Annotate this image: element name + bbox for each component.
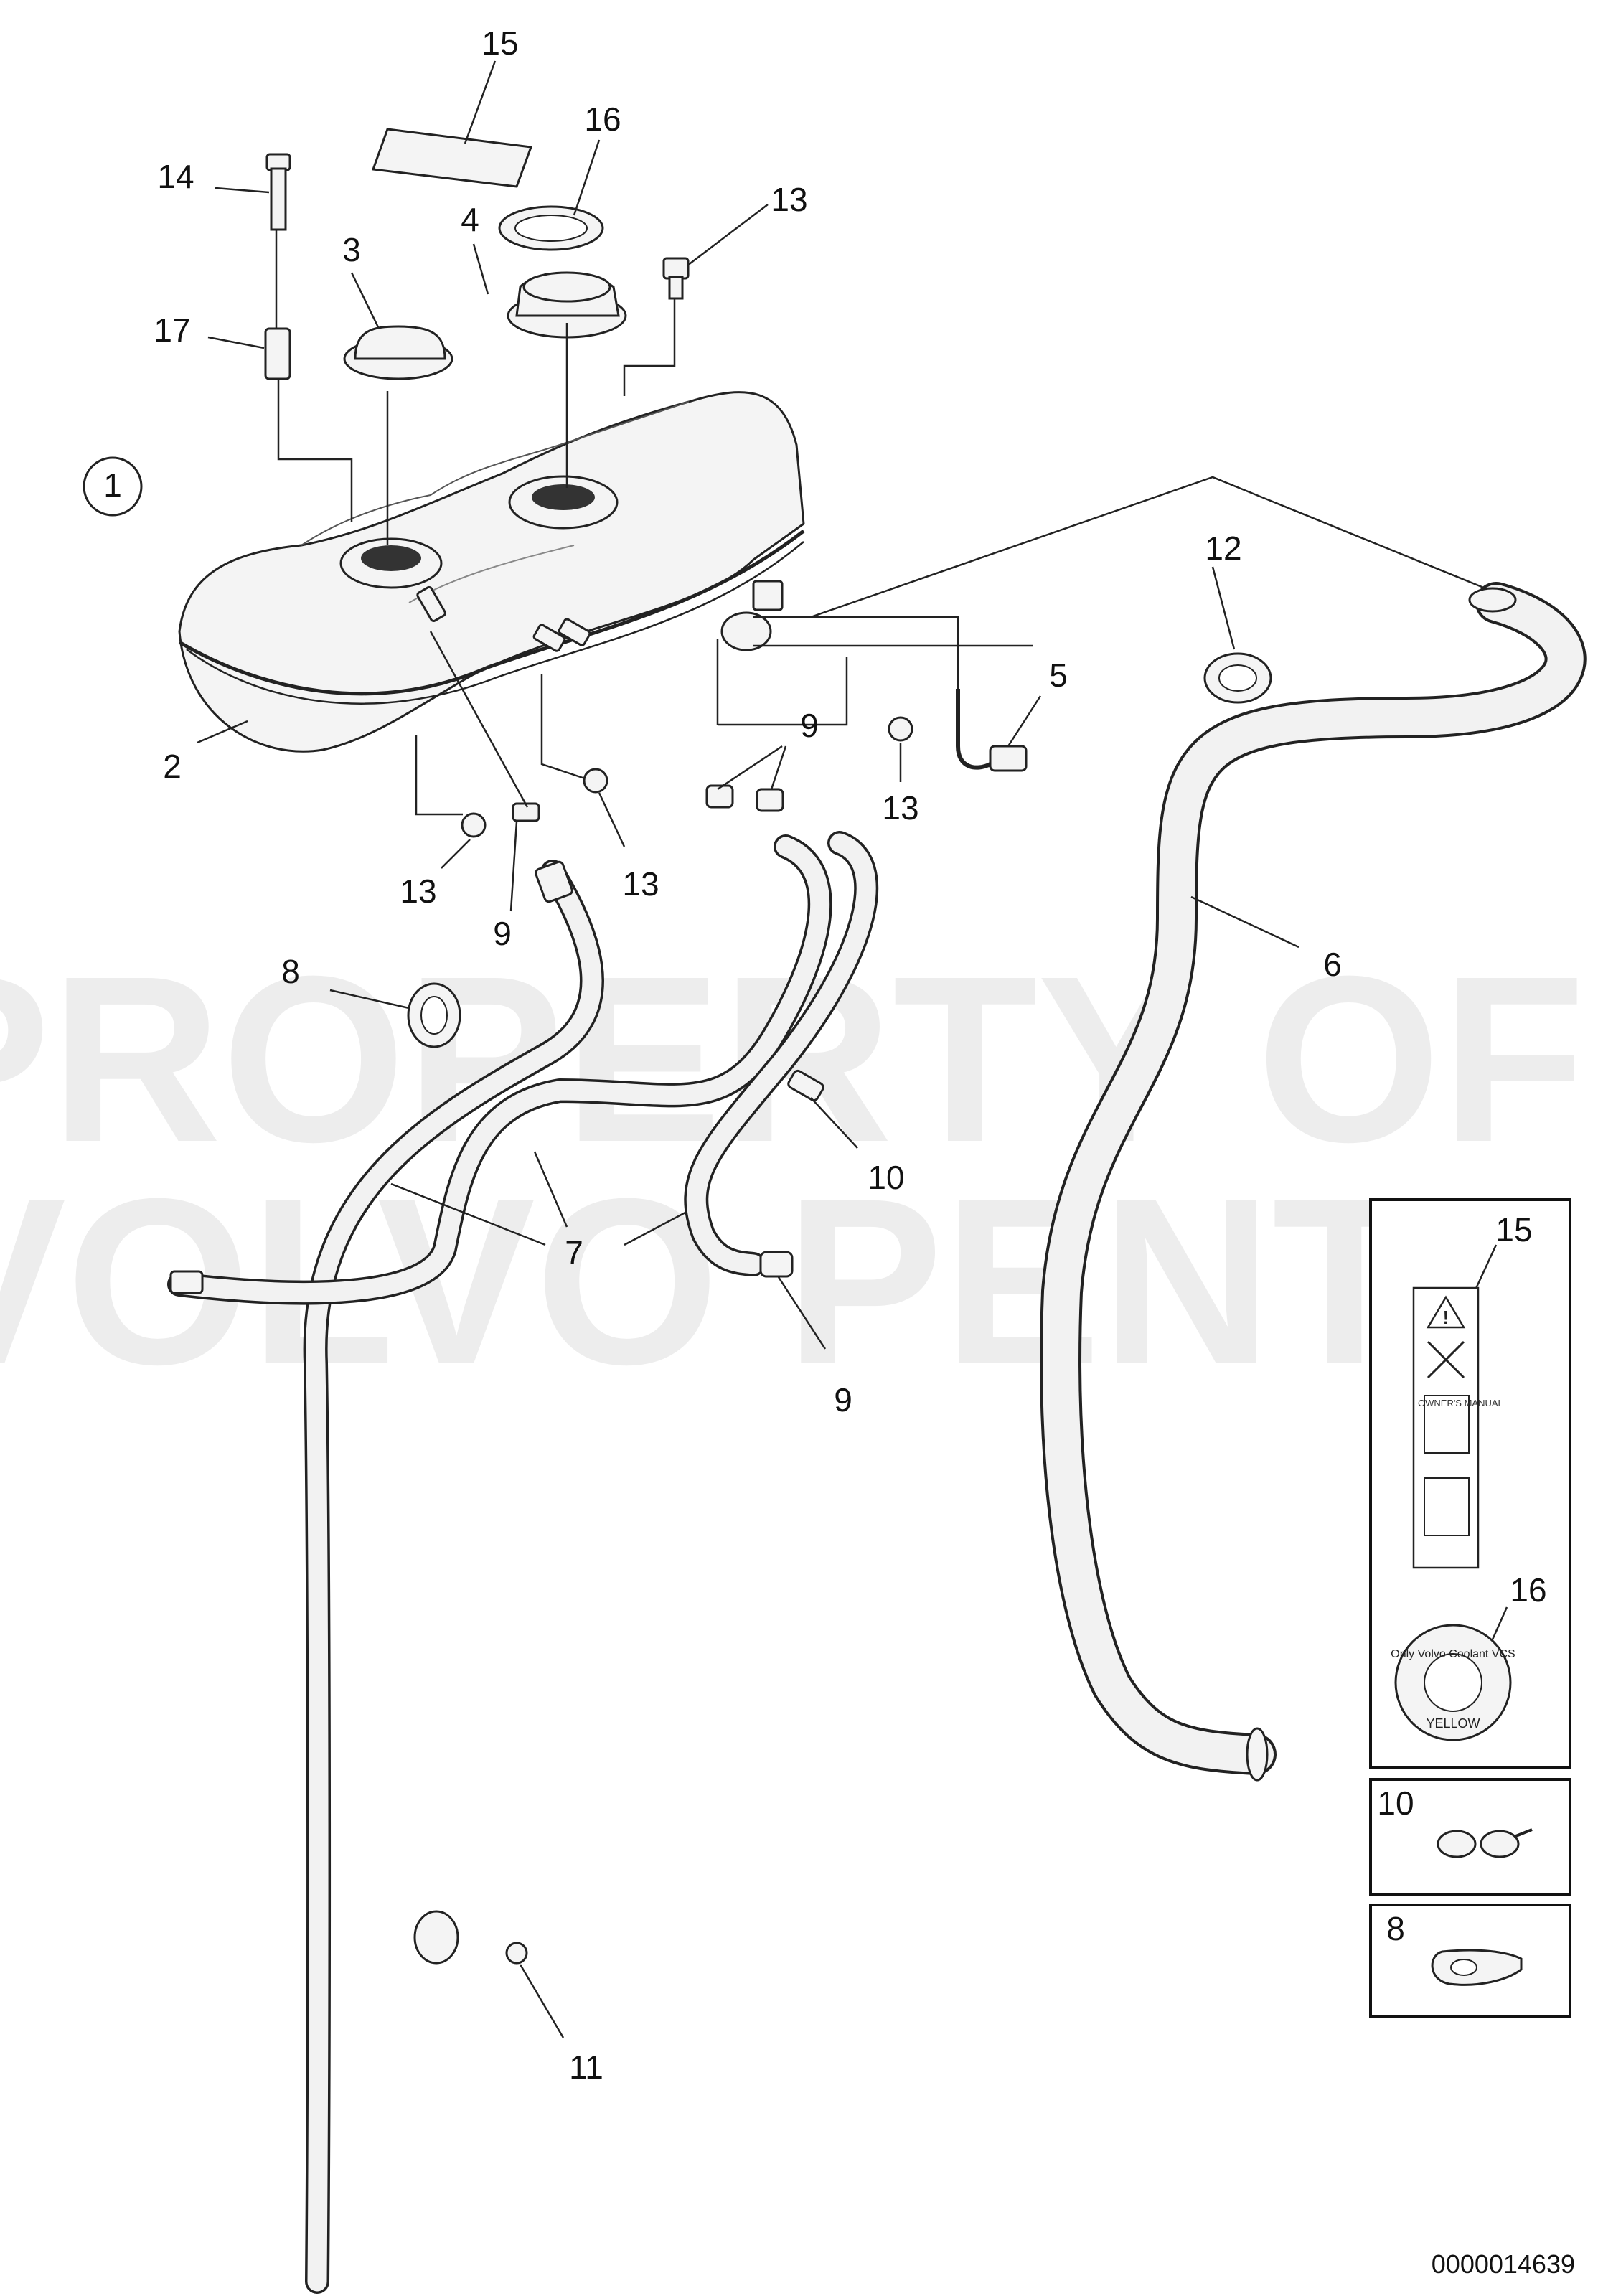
detail-16-number: 16 <box>1510 1571 1546 1609</box>
tank-nipple-3 <box>558 618 591 646</box>
callout-13-right: 13 <box>882 789 918 827</box>
callout-6: 6 <box>1323 946 1342 983</box>
group-marker-text: 1 <box>103 466 122 504</box>
callout-8: 8 <box>281 953 300 990</box>
clamp-12 <box>1203 652 1272 704</box>
owners-manual-text: OWNER'S MANUAL <box>1418 1398 1503 1408</box>
hose-7-middle <box>167 834 832 1305</box>
decal-16-top <box>498 205 604 251</box>
bolts-13-lower <box>461 716 913 838</box>
diagram-code: 0000014639 <box>1432 2249 1575 2279</box>
sensor-5 <box>956 689 1028 772</box>
callout-15: 15 <box>481 24 518 62</box>
group-marker: 1 <box>83 456 143 517</box>
detail-box-10: 10 <box>1369 1778 1571 1896</box>
leader-lines <box>197 60 1486 2038</box>
hose-6-end <box>1246 1727 1269 1782</box>
spacer-17 <box>264 327 291 380</box>
hose-6-top-end <box>1468 587 1517 613</box>
hose-7-end-top <box>535 860 573 903</box>
callout-16: 16 <box>584 100 621 138</box>
decal-15-top <box>371 128 533 188</box>
seal-color: YELLOW <box>1426 1716 1480 1731</box>
detail-15-number: 15 <box>1495 1211 1532 1248</box>
hose-7-end-left <box>169 1270 204 1294</box>
detail-10-number: 10 <box>1377 1784 1414 1822</box>
callout-7: 7 <box>565 1234 583 1271</box>
callout-14: 14 <box>157 158 194 195</box>
manual-book-icon <box>1424 1395 1470 1454</box>
callout-4: 4 <box>461 201 479 238</box>
tank-bracket <box>752 580 784 611</box>
callout-17: 17 <box>154 311 190 349</box>
svg-text:!: ! <box>1443 1307 1449 1328</box>
hose-7-right <box>684 831 879 1276</box>
expansion-tank-2 <box>178 391 805 753</box>
callout-11: 11 <box>569 2048 603 2086</box>
no-open-hot-icon <box>1427 1340 1465 1379</box>
callout-9-bottom: 9 <box>834 1381 852 1418</box>
callout-13-top: 13 <box>771 181 807 218</box>
detail-box-8: 8 <box>1369 1904 1571 2018</box>
callout-13-middle: 13 <box>622 865 659 903</box>
hose-6 <box>1040 582 1587 1782</box>
seal-text: Only Volvo Coolant VCS <box>1391 1648 1515 1660</box>
clip-10 <box>787 1069 824 1102</box>
callout-5: 5 <box>1049 657 1068 694</box>
callout-12: 12 <box>1205 530 1241 567</box>
bolt-13-top <box>662 257 690 300</box>
detail-8-number: 8 <box>1386 1910 1405 1947</box>
callout-numbers: 15 16 14 13 4 3 17 12 5 2 9 13 13 13 9 8… <box>154 24 1341 2086</box>
callout-10: 10 <box>868 1159 904 1196</box>
tank-outlet <box>720 611 772 651</box>
tank-nipple-2 <box>532 624 566 652</box>
clamp-11 <box>413 1910 528 1965</box>
warning-triangle-icon <box>1426 1295 1466 1329</box>
clamp-8 <box>407 982 461 1048</box>
cap-3 <box>343 325 453 380</box>
bolt-14 <box>265 153 291 231</box>
coolant-icon <box>1424 1477 1470 1536</box>
callout-2: 2 <box>163 748 182 785</box>
callout-13-left: 13 <box>400 872 436 910</box>
detail-box-15-16: 15 ! OWNER'S MANUAL 16 Only Volvo Coolan… <box>1369 1198 1571 1769</box>
callout-9-top: 9 <box>800 707 819 744</box>
tank-nipple-1 <box>416 585 446 622</box>
callout-3: 3 <box>342 231 361 268</box>
callout-9-left: 9 <box>493 915 512 952</box>
